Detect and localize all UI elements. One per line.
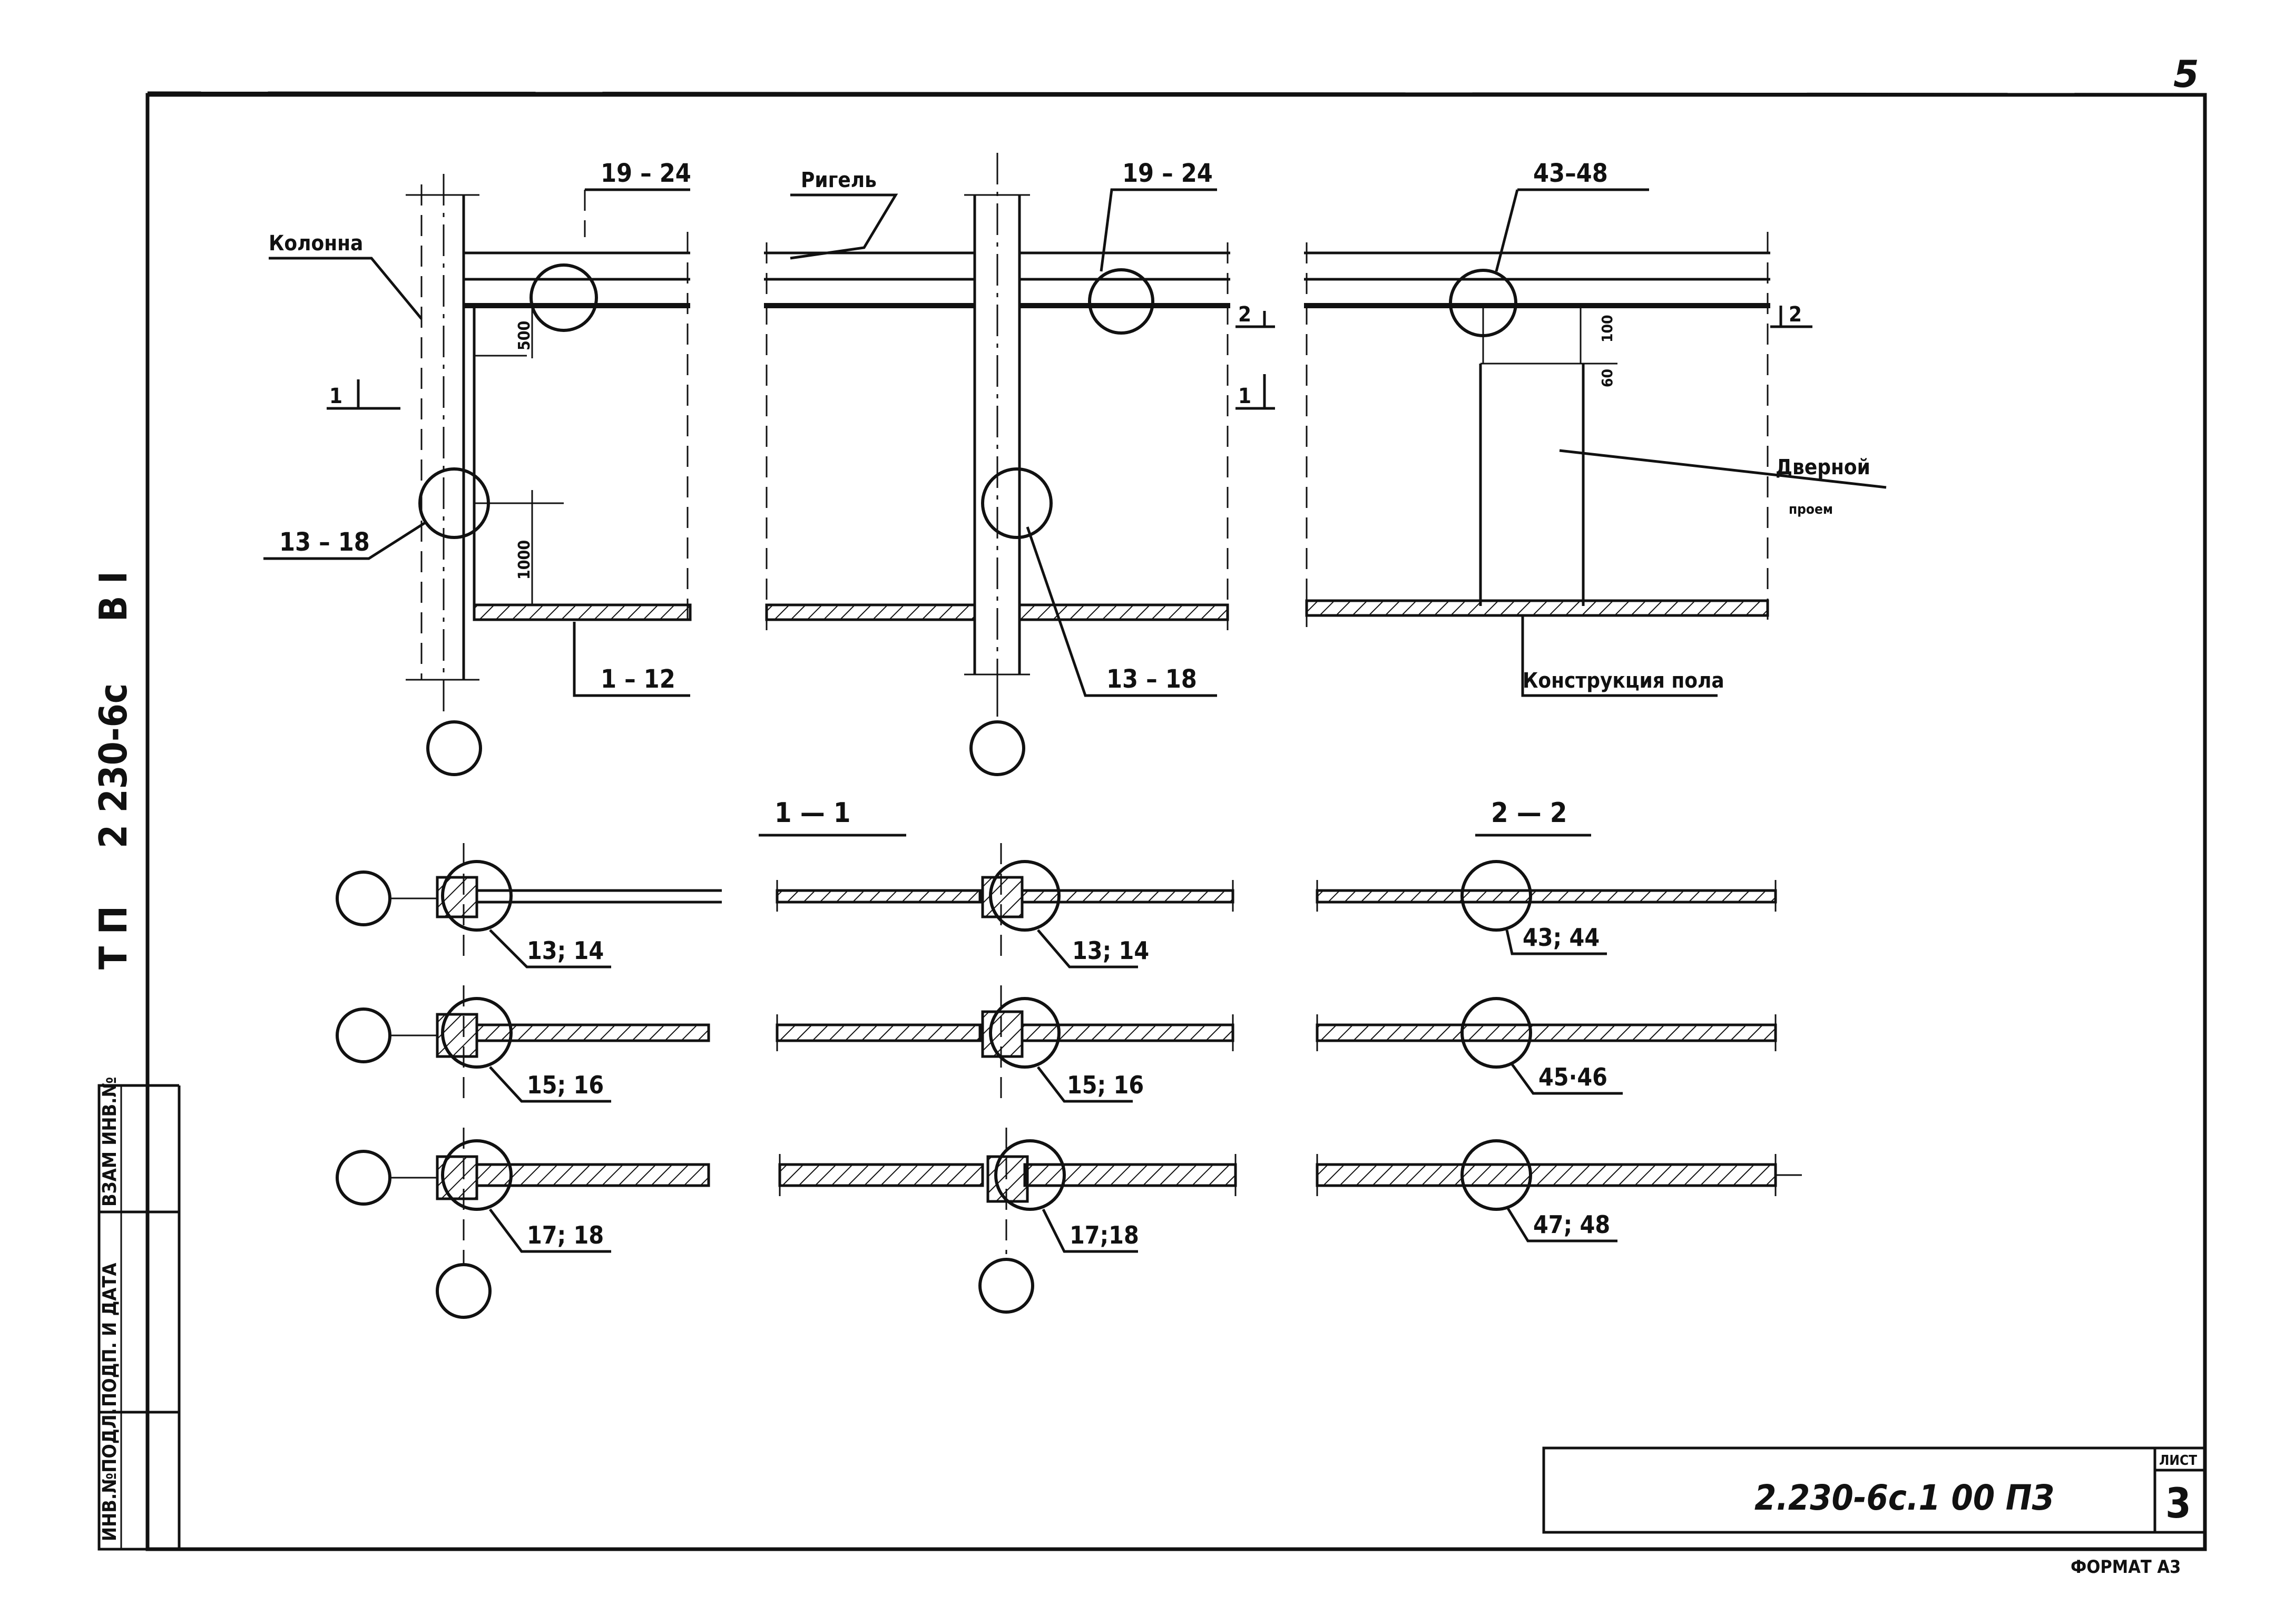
stamp-inv-podl: ИНВ.№ПОДЛ. — [99, 1408, 121, 1541]
tag-r3c3: 47; 48 — [1533, 1210, 1610, 1239]
plan-row-3: 17; 18 17;18 47; 48 — [336, 1128, 1802, 1319]
elevation-middle: Ригель 19 – 24 13 – 18 2 1 — [764, 153, 1275, 776]
side-code-number: 2 230-6с — [91, 683, 135, 848]
label-kolonna: Колонна — [269, 231, 363, 256]
dim-100: 100 — [1599, 315, 1616, 343]
label-19-24-a: 19 – 24 — [601, 159, 691, 188]
dim-1000: 1000 — [515, 540, 534, 580]
plan-row-1: 13; 14 13; 14 43; 44 — [336, 843, 1777, 968]
label-19-24-b: 19 – 24 — [1122, 159, 1213, 188]
dim-60: 60 — [1599, 369, 1616, 387]
format-note: ФОРМАТ А3 — [2071, 1557, 2181, 1578]
tag-r2c1: 15; 16 — [527, 1071, 604, 1099]
elevation-right: 100 60 43–48 Дверной проем Конструкция п… — [1304, 159, 1887, 697]
label-1-12: 1 – 12 — [601, 664, 675, 694]
tag-r1c3: 43; 44 — [1523, 923, 1600, 952]
title-block-code: 2.230-6с.1 00 ПЗ — [1754, 1478, 2054, 1518]
elevation-left: 500 1000 19 – 24 Колонна 13 – 18 1 – 12 … — [263, 159, 692, 776]
dim-500: 500 — [515, 321, 534, 350]
cut-2-right: 2 — [1789, 302, 1802, 327]
label-43-48: 43–48 — [1533, 159, 1608, 188]
plan-row-2: 15; 16 15; 16 45·46 — [336, 985, 1777, 1103]
sheet-label: ЛИСТ — [2159, 1453, 2197, 1469]
label-dvernoy: Дверной — [1776, 455, 1870, 480]
side-code-suffix: В I — [91, 571, 135, 622]
label-rigel: Ригель — [801, 168, 877, 192]
cut-1-right: 1 — [1238, 384, 1251, 408]
tag-r2c2: 15; 16 — [1067, 1071, 1144, 1099]
approval-stamp: ИНВ.№ПОДЛ. ПОДП. И ДАТА ВЗАМ ИНВ.№ — [97, 1077, 181, 1551]
stamp-vzam-inv: ВЗАМ ИНВ.№ — [99, 1077, 121, 1207]
label-konstrukciya-pola: Конструкция пола — [1523, 669, 1724, 693]
section-1-1-title: 1 — 1 — [774, 797, 850, 829]
cut-1-left: 1 — [329, 384, 342, 408]
tag-r1c1: 13; 14 — [527, 936, 604, 965]
stamp-podp-data: ПОДП. И ДАТА — [99, 1263, 121, 1407]
side-code: Т П 2 230-6с В I — [91, 571, 135, 970]
label-13-18-a: 13 – 18 — [279, 527, 370, 557]
tag-r3c2: 17;18 — [1070, 1221, 1139, 1249]
tag-r1c2: 13; 14 — [1072, 936, 1149, 965]
sheet-number: 3 — [2165, 1480, 2191, 1528]
tag-r3c1: 17; 18 — [527, 1221, 604, 1249]
label-13-18-b: 13 – 18 — [1106, 664, 1197, 694]
title-block: 2.230-6с.1 00 ПЗ ЛИСТ 3 — [1542, 1446, 2207, 1534]
label-proem: проем — [1789, 502, 1833, 517]
page-number: 5 — [2173, 53, 2199, 96]
cut-2-left: 2 — [1238, 302, 1251, 327]
side-code-prefix: Т П — [91, 906, 135, 970]
section-2-2-title: 2 — 2 — [1491, 797, 1567, 829]
sheet-frame — [145, 91, 2207, 1551]
tag-r2c3: 45·46 — [1538, 1063, 1607, 1091]
